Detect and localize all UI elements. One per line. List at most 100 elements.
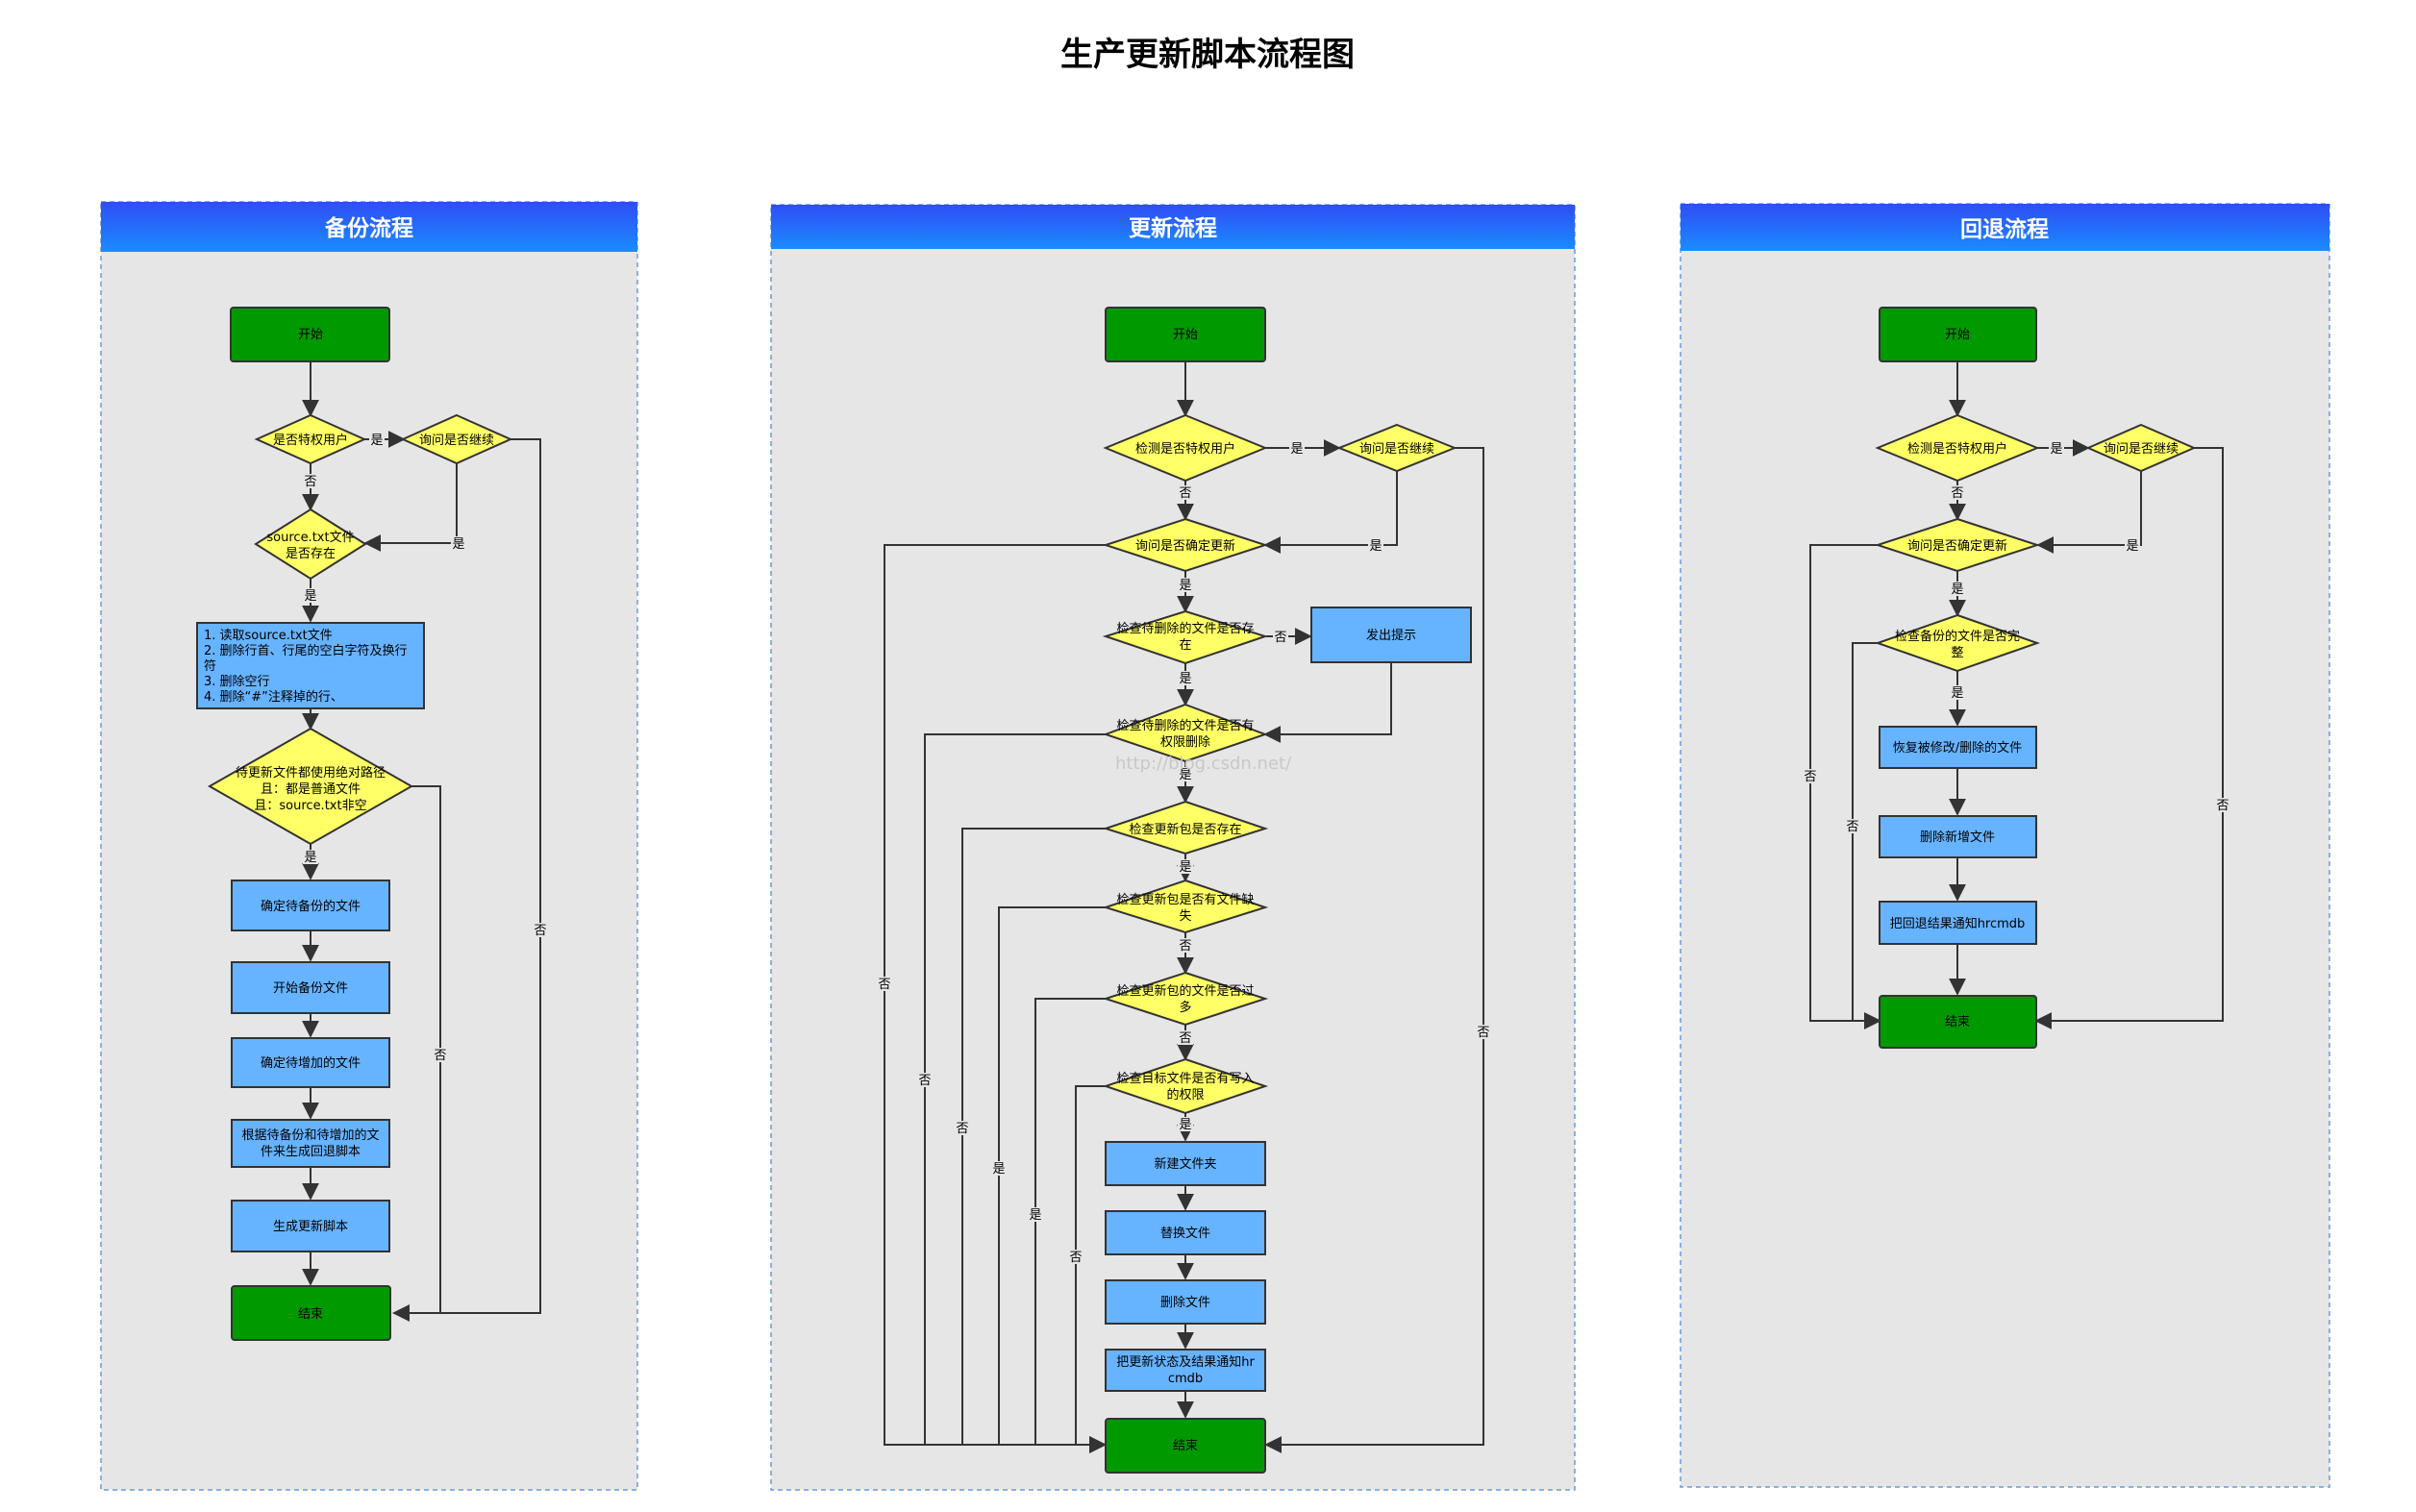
update-d3-label: 询问是否确定更新	[1135, 538, 1235, 554]
backup-d1-label: 是否特权用户	[273, 433, 348, 448]
update-no-8: 否	[1069, 1251, 1082, 1265]
update-start-label: 开始	[1173, 328, 1198, 342]
backup-no-3: 否	[434, 1049, 446, 1063]
backup-start	[230, 307, 390, 362]
backup-decision-source-exists	[254, 508, 367, 581]
update-decision-privileged	[1103, 413, 1268, 483]
update-alert-label: 发出提示	[1366, 628, 1416, 643]
backup-p3-label: 开始备份文件	[273, 980, 348, 996]
rollback-texts: 开始 检测是否特权用户 询问是否继续 询问是否确定更新 检查备份的文件是否完 整…	[1890, 328, 2179, 1029]
update-yes-7: 是	[1179, 1118, 1191, 1132]
backup-p5-line-2: 件来生成回退脚本	[261, 1144, 361, 1159]
rollback-d1-label: 检测是否特权用户	[1907, 441, 2007, 457]
update-d8-line-2: 多	[1179, 1000, 1191, 1015]
backup-decision-paths	[207, 727, 414, 846]
update-d5-line-1: 检查待删除的文件是否有	[1116, 718, 1254, 733]
update-process-mkdir	[1105, 1141, 1266, 1186]
rollback-yes-2: 是	[2126, 539, 2138, 554]
update-no-7: 否	[956, 1122, 968, 1136]
update-p4-line-2: cmdb	[1168, 1372, 1203, 1386]
rollback-end	[1879, 995, 2037, 1049]
update-no-2: 否	[1274, 631, 1286, 645]
rollback-yes-3: 是	[1951, 582, 1963, 597]
backup-decision-privileged	[254, 413, 367, 465]
update-no-3: 否	[1179, 939, 1191, 954]
backup-texts: 开始 是否特权用户 询问是否继续 source.txt文件 是否存在 1. 读取…	[204, 328, 494, 1322]
update-no-4: 否	[1179, 1031, 1191, 1046]
update-decision-pkg-extra	[1102, 971, 1269, 1027]
rollback-process-notify	[1879, 901, 2037, 945]
update-d1-label: 检测是否特权用户	[1135, 441, 1235, 457]
rollback-decision-privileged	[1875, 413, 2040, 483]
rollback-end-label: 结束	[1945, 1015, 1970, 1029]
update-yes-8: 是	[992, 1162, 1005, 1177]
update-d6-label: 检查更新包是否存在	[1129, 822, 1241, 837]
backup-no-2: 否	[534, 924, 546, 938]
rollback-yes-1: 是	[2050, 442, 2062, 457]
backup-yes-4: 是	[304, 851, 316, 865]
lane-title-update: 更新流程	[1129, 215, 1217, 241]
rollback-process-delete-new	[1879, 815, 2037, 858]
update-d7-line-2: 失	[1179, 909, 1191, 924]
backup-p2-label: 确定待备份的文件	[261, 899, 361, 914]
update-yes-4: 是	[1179, 672, 1191, 686]
backup-process-determine-add	[231, 1037, 390, 1088]
rollback-decision-backup-ok	[1874, 613, 2041, 673]
backup-d3-label-a: source.txt文件	[266, 531, 354, 545]
rollback-shapes	[1874, 307, 2197, 1049]
update-no-1: 否	[1179, 486, 1191, 501]
rollback-no-3: 否	[1846, 820, 1858, 834]
update-d2-label: 询问是否继续	[1359, 442, 1434, 457]
backup-p6-label: 生成更新脚本	[273, 1219, 348, 1234]
backup-d4-line-2: 且：都是普通文件	[261, 782, 361, 797]
page-title: 生产更新脚本流程图	[1060, 36, 1355, 74]
update-yes-3: 是	[1179, 579, 1191, 593]
lane-title-rollback: 回退流程	[1960, 216, 2049, 242]
backup-process-gen-update	[231, 1200, 390, 1252]
update-yes-2: 是	[1369, 539, 1382, 554]
update-yes-9: 是	[1029, 1208, 1041, 1223]
update-d8-line-1: 检查更新包的文件是否过	[1116, 983, 1254, 999]
update-end	[1105, 1418, 1266, 1474]
update-end-label: 结束	[1173, 1439, 1198, 1453]
backup-end	[231, 1285, 391, 1341]
rollback-no-4: 否	[2216, 799, 2229, 813]
update-d4-line-1: 检查待删除的文件是否存	[1116, 621, 1254, 636]
backup-decision-continue	[400, 413, 513, 465]
lane-title-backup: 备份流程	[324, 215, 413, 241]
rollback-yes-4: 是	[1951, 686, 1963, 701]
backup-d4-line-1: 待更新文件都使用绝对路径	[236, 765, 386, 781]
update-d9-line-2: 的权限	[1166, 1087, 1204, 1103]
update-edge-labels: 是 否 是 是 否 是 是 是 否 否 是 否 否 否 是 是 否 否	[877, 441, 1491, 1265]
rollback-d2-label: 询问是否继续	[2104, 442, 2179, 457]
rollback-d4-line-1: 检查备份的文件是否完	[1895, 629, 2020, 644]
backup-start-label: 开始	[298, 328, 323, 342]
update-d7-line-1: 检查更新包是否有文件缺	[1116, 892, 1254, 907]
backup-p1-line-2: 2. 删除行首、行尾的空白字符及换行	[204, 643, 408, 658]
backup-p5-line-1: 根据待备份和待增加的文	[241, 1128, 379, 1143]
backup-process-gen-rollback	[231, 1119, 390, 1168]
rollback-process-restore	[1879, 726, 2037, 769]
rollback-start-label: 开始	[1945, 328, 1970, 342]
backup-d4-line-3: 且：source.txt非空	[254, 799, 366, 813]
update-decision-confirm	[1102, 517, 1269, 573]
update-d4-line-2: 在	[1179, 638, 1191, 653]
backup-no-1: 否	[304, 475, 316, 489]
backup-yes-1: 是	[370, 434, 383, 448]
rollback-start	[1879, 307, 2037, 362]
backup-p1-line-5: 4. 删除“#”注释掉的行、	[204, 689, 343, 705]
update-no-6: 否	[918, 1074, 931, 1088]
update-start	[1105, 307, 1266, 362]
backup-process-read-source	[196, 622, 425, 709]
update-decision-pkg-missing	[1102, 879, 1269, 934]
update-decision-write-perm	[1102, 1057, 1269, 1115]
backup-yes-3: 是	[304, 589, 316, 604]
update-texts: 开始 检测是否特权用户 询问是否继续 询问是否确定更新 检查待删除的文件是否存 …	[1116, 328, 1434, 1453]
backup-process-determine-backup	[231, 880, 390, 931]
update-process-alert	[1310, 607, 1472, 663]
backup-p1-line-3: 符	[204, 658, 216, 674]
update-p4-line-1: 把更新状态及结果通知hr	[1116, 1354, 1255, 1370]
backup-yes-2: 是	[452, 537, 464, 552]
update-decision-del-perm	[1103, 703, 1268, 763]
